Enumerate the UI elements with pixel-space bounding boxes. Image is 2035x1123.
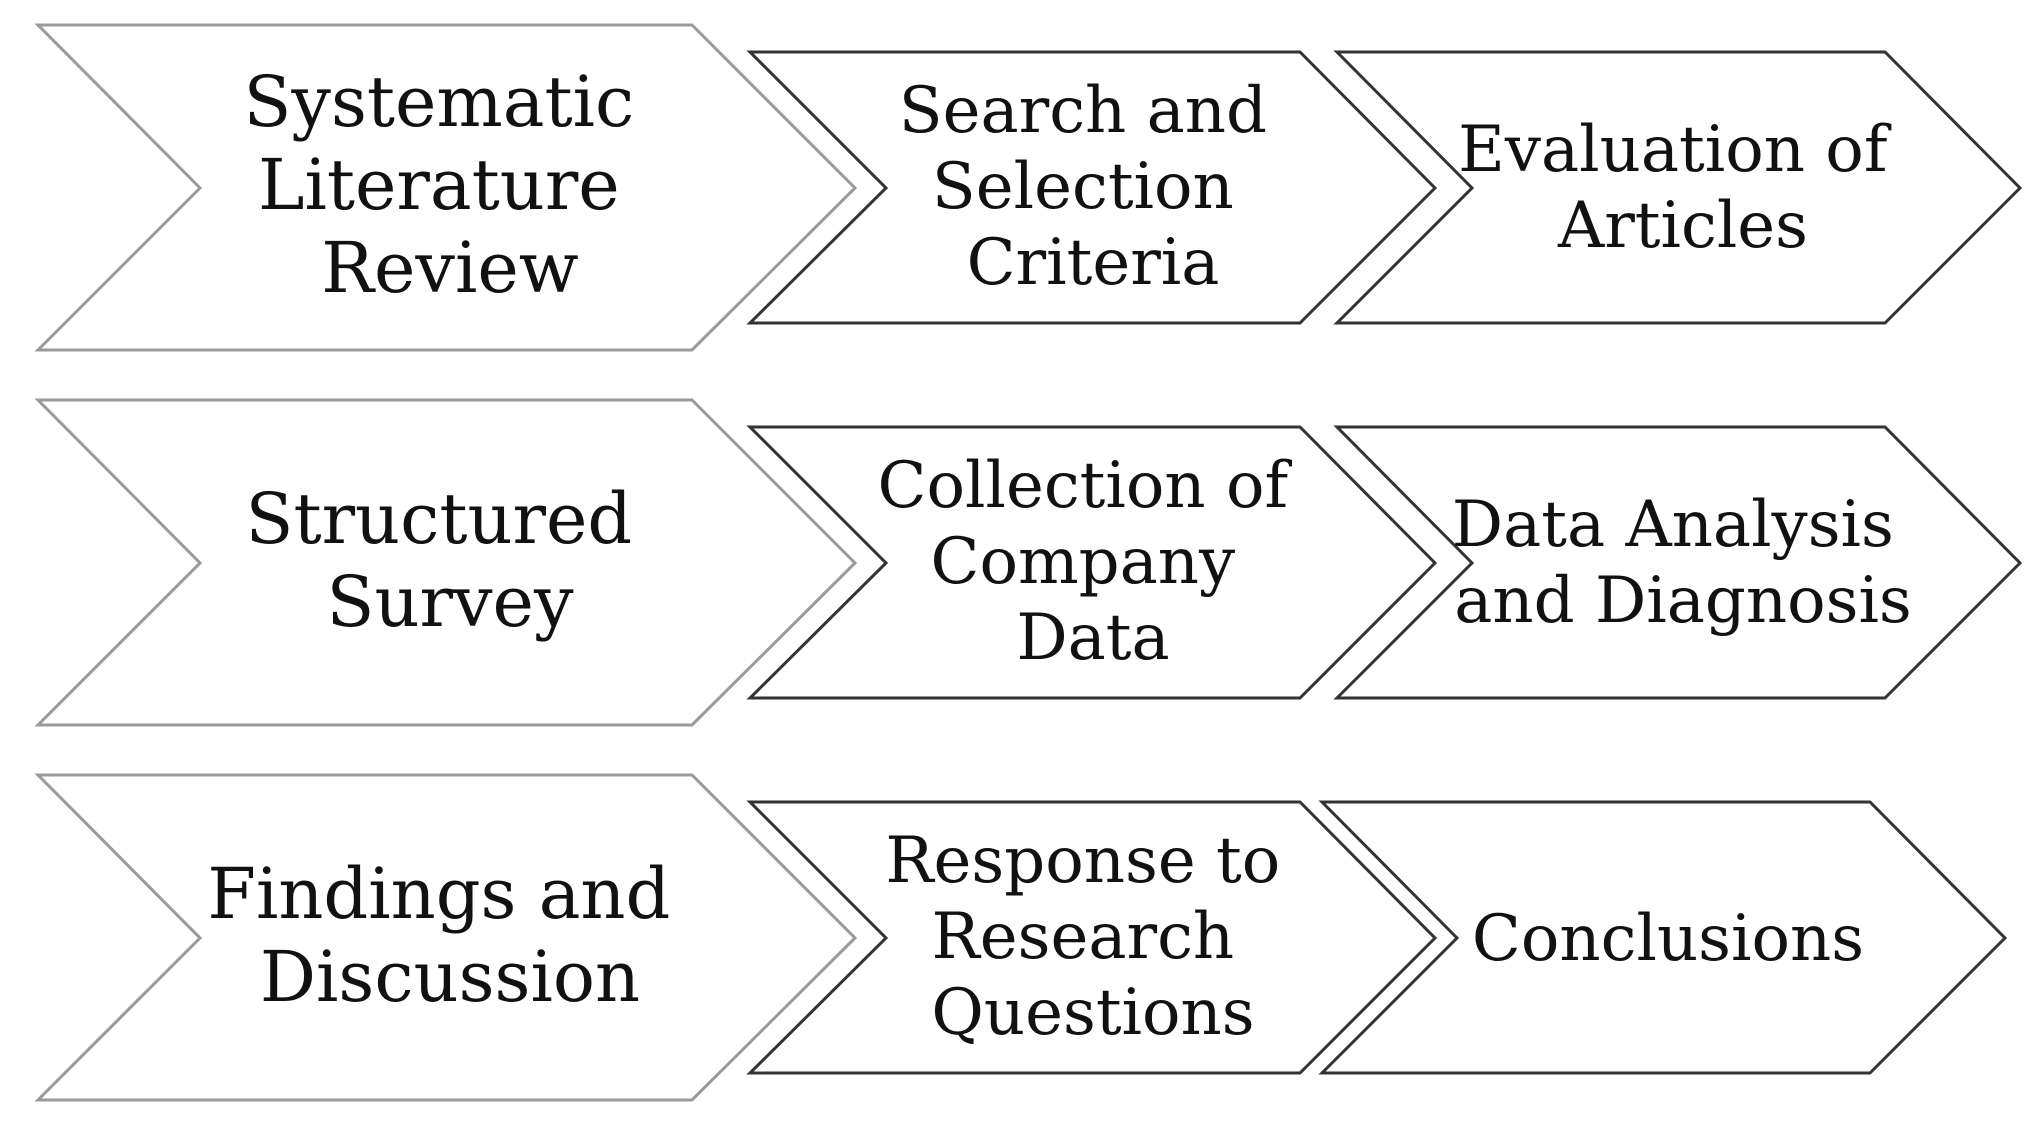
step-label-line: Literature [258,144,620,226]
svg-text:Response to Research: Response to Research Questions [885,824,1300,1050]
step-label-line: Collection of [878,449,1293,523]
step-label-line: Data Analysis [1452,488,1894,562]
svg-text:Data Analysis and Diagno: Data Analysis and Diagnosis [1452,488,1914,638]
step-label-line: Conclusions [1472,902,1864,976]
step-data-analysis-and-diagnosis: Data Analysis and Diagnosis [1333,425,2023,700]
step-label-line: Selection [932,150,1234,224]
svg-text:Search and Selection: Search and Selection Criteria [899,74,1288,300]
step-label-line: Findings and [207,853,670,935]
step-findings-and-discussion: Findings and Discussion [34,773,858,1102]
step-label-line: Survey [326,561,573,643]
step-label-line: Systematic [243,61,634,143]
step-label-line: Research [932,900,1235,974]
svg-text:Collection of Company: Collection of Company Data [878,449,1309,675]
step-label-line: Data [1016,601,1169,675]
step-collection-of-company-data: Collection of Company Data [746,425,1438,700]
step-label-line: Articles [1557,189,1808,263]
step-label-line: Response to [885,824,1280,898]
step-label-line: Questions [931,976,1254,1050]
step-label-line: Review [321,227,578,309]
svg-text:Systematic Literature: Systematic Literature Review [243,61,656,309]
step-label-line: Criteria [967,226,1220,300]
step-response-to-research-questions: Response to Research Questions [746,800,1438,1075]
step-label-line: Company [930,525,1235,599]
step-label-line: Search and [899,74,1267,148]
step-label-line: Evaluation of [1458,113,1892,187]
step-label-line: and Diagnosis [1454,564,1912,638]
step-evaluation-of-articles: Evaluation of Articles [1333,50,2023,325]
step-conclusions: Conclusions [1318,800,2008,1075]
svg-text:Evaluation of Articles: Evaluation of Articles [1458,113,1908,263]
step-label-line: Discussion [260,936,640,1018]
step-systematic-literature-review: Systematic Literature Review [34,23,858,352]
svg-text:Structured Survey: Structured Survey [245,478,654,643]
svg-text:Findings and Discussion: Findings and Discussion [207,853,692,1018]
step-structured-survey: Structured Survey [34,398,858,727]
step-label-line: Structured [245,478,632,560]
svg-text:Conclusions: Conclusions [1472,902,1864,976]
step-search-and-selection-criteria: Search and Selection Criteria [746,50,1438,325]
